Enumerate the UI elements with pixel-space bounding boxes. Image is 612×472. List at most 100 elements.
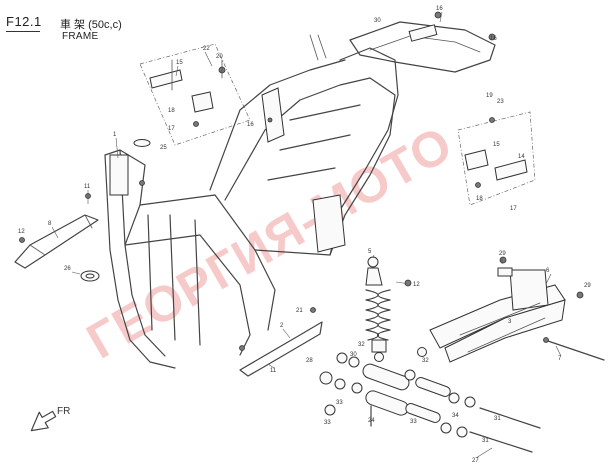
leader-line <box>204 51 213 67</box>
frame-headstock <box>104 149 146 246</box>
callout-label: 2 <box>280 323 284 329</box>
link-bushing <box>405 403 441 423</box>
callout-label: 24 <box>368 418 375 424</box>
rear-carrier-bolt <box>434 11 442 19</box>
frame-mount-bolt <box>239 345 245 351</box>
link-washer <box>448 392 460 404</box>
callout-label: 12 <box>413 282 420 288</box>
figure-title-cn: 車 架 (50c,c) <box>60 16 122 32</box>
callout-label: 16 <box>247 122 254 128</box>
right-footrest-bar <box>494 159 528 181</box>
swing-arm-front-plate <box>444 299 566 363</box>
rear-carrier-inner-rail <box>369 35 481 53</box>
callout-label: 15 <box>176 60 183 66</box>
callout-label: 6 <box>546 268 550 274</box>
leader-line <box>439 11 443 23</box>
right-bracket-panel-outline <box>457 111 536 206</box>
right-step-bolt <box>310 307 316 313</box>
right-floor-step-bar <box>239 321 323 377</box>
callout-label: 18 <box>168 108 175 114</box>
left-floor-step-bar <box>14 214 99 269</box>
swing-arm-bolt <box>576 291 584 299</box>
callout-label: 32 <box>358 342 365 348</box>
left-footrest-bracket-assembly <box>139 43 251 146</box>
callout-label: 27 <box>472 458 479 464</box>
callout-label: 7 <box>558 356 562 362</box>
link-bolt-long <box>469 431 533 453</box>
pivot-shaft-head <box>543 337 549 343</box>
frame-mount-bolt <box>267 117 273 123</box>
link-washer <box>334 378 346 390</box>
link-washer <box>464 396 476 408</box>
frame-mount-bolt <box>139 180 145 186</box>
pivot-shaft <box>544 339 605 361</box>
callout-label: 29 <box>584 283 591 289</box>
callout-label: 28 <box>306 358 313 364</box>
swing-arm-bolt <box>499 256 507 264</box>
rear-shock-absorber <box>365 256 412 362</box>
link-washer <box>336 352 348 364</box>
right-bracket-nut <box>475 182 481 188</box>
callout-label: 31 <box>482 438 489 444</box>
frame-upper-gusset <box>261 87 285 143</box>
left-step-bolt <box>19 237 25 243</box>
link-bushing <box>415 377 451 397</box>
frame-seat-tab <box>309 34 327 61</box>
callout-label: 8 <box>48 221 52 227</box>
callout-label: 1 <box>113 132 117 138</box>
callout-label: 33 <box>324 420 331 426</box>
swing-arm <box>429 256 584 363</box>
callout-label: 33 <box>410 419 417 425</box>
callout-label: 22 <box>203 46 210 52</box>
left-footrest-bar <box>149 69 183 89</box>
swing-arm-ribs <box>459 302 546 353</box>
link-bolt-long <box>479 407 541 429</box>
callout-label: 32 <box>422 358 429 364</box>
right-footrest-bracket-assembly <box>457 111 536 206</box>
rear-carrier-bolt <box>488 33 496 41</box>
grommet-25 <box>133 139 151 147</box>
callout-label: 30 <box>374 18 381 24</box>
frame-upper-right-tube <box>224 77 371 201</box>
shock-lower-body <box>371 339 387 353</box>
callout-label: 34 <box>452 413 459 419</box>
callout-label: 18 <box>476 196 483 202</box>
rear-carrier-frame <box>349 21 496 73</box>
link-washer <box>417 347 427 357</box>
frame-vertical-members <box>147 214 201 346</box>
link-washer <box>404 369 416 381</box>
link-washer <box>319 371 333 385</box>
callout-label: 21 <box>296 308 303 314</box>
callout-label: 11 <box>270 368 277 374</box>
main-frame <box>104 34 399 369</box>
leader-line <box>475 447 493 459</box>
front-direction-indicator: FR <box>30 406 70 432</box>
callout-label: 25 <box>160 145 167 151</box>
front-arrow-icon <box>30 410 57 432</box>
shock-spring-back <box>376 289 391 341</box>
link-washer <box>440 422 452 434</box>
figure-title-cn-text: 車 架 <box>60 19 86 31</box>
frame-upper-left-tube <box>209 59 346 191</box>
figure-variant: (50c,c) <box>88 19 122 31</box>
leader-line <box>555 345 562 357</box>
callout-labels: 16 30 16 22 20 15 18 17 25 16 1 11 12 8 … <box>18 6 591 464</box>
leader-line <box>545 273 552 285</box>
callout-label: 16 <box>436 6 443 12</box>
left-bracket-nut <box>193 121 199 127</box>
leader-line <box>282 328 291 339</box>
callout-label: 26 <box>64 266 71 272</box>
link-washer <box>456 426 468 438</box>
watermark-text: ГЕОРГИЯ-МОТО <box>78 115 462 369</box>
leader-line <box>115 137 119 159</box>
left-floor-step-edges <box>29 214 93 256</box>
right-floor-step <box>239 307 323 377</box>
link-washer <box>348 356 360 368</box>
callout-label: 17 <box>510 206 517 212</box>
frame-lower-rail <box>124 234 251 356</box>
shock-bottom-eye <box>374 352 384 362</box>
leader-line <box>175 65 179 77</box>
left-bracket-panel-outline <box>139 43 251 146</box>
right-bracket-bolt <box>489 117 495 123</box>
leader-line <box>71 271 81 275</box>
